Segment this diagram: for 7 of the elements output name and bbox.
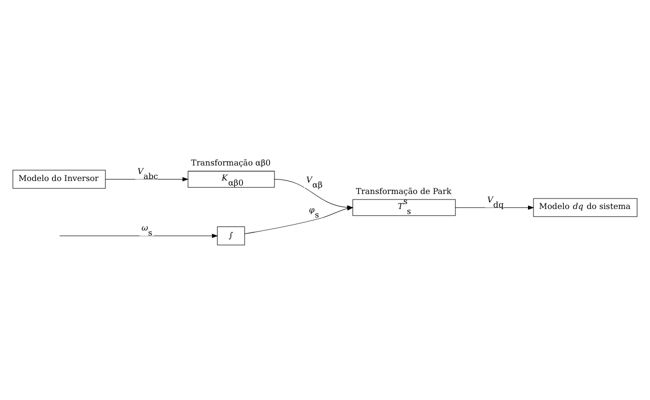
node-label: Transformação αβ0 [191,157,271,168]
node-box: Modelo do Inversor [12,169,106,188]
node-box: Modelo dq do sistema [533,198,638,216]
arrow [454,204,534,210]
node-box: ∫ [217,226,245,245]
arrow [59,233,218,238]
node-label: Transformação de Park [356,185,452,196]
